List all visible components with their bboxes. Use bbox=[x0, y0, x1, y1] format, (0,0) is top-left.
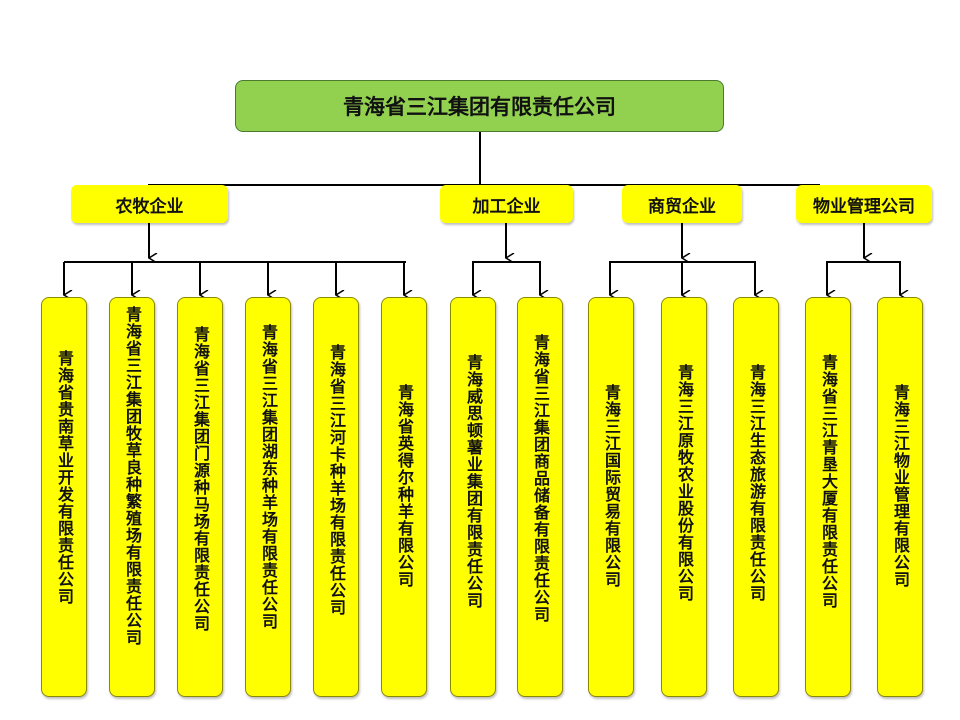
company-label: 青海省三江集团商品储备有限责任公司 bbox=[531, 334, 550, 623]
category-label: 农牧企业 bbox=[115, 196, 184, 217]
company-label: 青海威思顿薯业集团有限责任公司 bbox=[464, 354, 483, 609]
company-label: 青海省三江集团牧草良种繁殖场有限责任公司 bbox=[123, 306, 142, 646]
company-label: 青海省英得尔种羊有限公司 bbox=[395, 384, 414, 588]
root-company-label: 青海省三江集团有限责任公司 bbox=[343, 95, 616, 119]
company-label: 青海三江国际贸易有限公司 bbox=[602, 384, 621, 588]
company-label: 青海省三江青垦大厦有限责任公司 bbox=[819, 354, 838, 609]
company-label: 青海三江生态旅游有限责任公司 bbox=[747, 364, 766, 602]
company-label: 青海省贵南草业开发有限责任公司 bbox=[55, 350, 74, 605]
company-box: 青海三江生态旅游有限责任公司 bbox=[733, 297, 779, 697]
company-box: 青海省三江集团湖东种羊场有限责任公司 bbox=[245, 297, 291, 697]
company-box: 青海省三江青垦大厦有限责任公司 bbox=[805, 297, 851, 697]
category-label: 物业管理公司 bbox=[813, 196, 915, 217]
company-box: 青海省三江集团门源种马场有限责任公司 bbox=[177, 297, 223, 697]
root-company-box: 青海省三江集团有限责任公司 bbox=[235, 80, 724, 132]
company-label: 青海省三江集团门源种马场有限责任公司 bbox=[191, 326, 210, 632]
category-label: 商贸企业 bbox=[648, 196, 716, 217]
company-box: 青海省英得尔种羊有限公司 bbox=[381, 297, 427, 697]
company-label: 青海省三江集团湖东种羊场有限责任公司 bbox=[259, 324, 278, 630]
company-box: 青海省三江集团商品储备有限责任公司 bbox=[517, 297, 563, 697]
category-processing: 加工企业 bbox=[440, 185, 573, 223]
company-box: 青海省贵南草业开发有限责任公司 bbox=[41, 297, 87, 697]
company-box: 青海三江国际贸易有限公司 bbox=[588, 297, 634, 697]
company-box: 青海三江原牧农业股份有限公司 bbox=[661, 297, 707, 697]
company-box: 青海威思顿薯业集团有限责任公司 bbox=[450, 297, 496, 697]
category-property: 物业管理公司 bbox=[796, 185, 932, 223]
company-label: 青海三江物业管理有限公司 bbox=[891, 384, 910, 588]
company-box: 青海省三江集团牧草良种繁殖场有限责任公司 bbox=[109, 297, 155, 697]
company-box: 青海三江物业管理有限公司 bbox=[877, 297, 923, 697]
category-agriculture: 农牧企业 bbox=[71, 185, 228, 223]
company-label: 青海三江原牧农业股份有限公司 bbox=[675, 364, 694, 602]
company-box: 青海省三江河卡种羊场有限责任公司 bbox=[313, 297, 359, 697]
category-label: 加工企业 bbox=[472, 196, 541, 217]
category-trade: 商贸企业 bbox=[622, 185, 742, 223]
company-label: 青海省三江河卡种羊场有限责任公司 bbox=[327, 344, 346, 616]
